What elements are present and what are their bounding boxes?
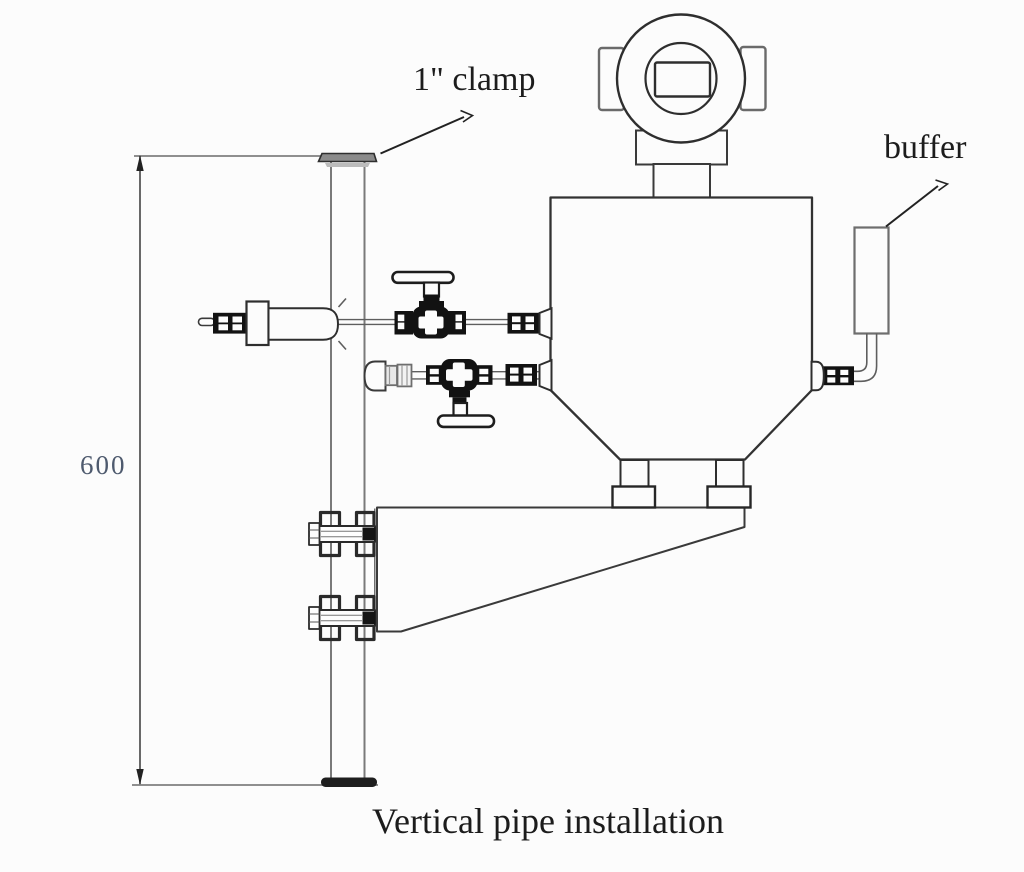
buffer-vessel bbox=[853, 226, 890, 335]
dimension-arrow-bottom bbox=[136, 769, 144, 785]
dimension-label: 600 bbox=[80, 450, 127, 480]
leader-lines bbox=[380, 109, 950, 228]
clamp-leader-line bbox=[380, 116, 465, 155]
probe-tip bbox=[197, 317, 216, 327]
ferrule-shadow bbox=[325, 163, 370, 167]
pipe-bottom-flange bbox=[321, 777, 377, 787]
buffer-assembly bbox=[810, 226, 890, 392]
transmitter-display bbox=[653, 61, 712, 98]
body-port-fitting-lower bbox=[505, 358, 553, 393]
body-boss-right bbox=[810, 360, 825, 392]
foot-right bbox=[706, 485, 752, 509]
dimension-arrow-top bbox=[136, 155, 144, 171]
caption: Vertical pipe installation bbox=[372, 801, 724, 841]
valve-assembly-lower bbox=[363, 358, 553, 429]
vertical-pipe bbox=[317, 152, 378, 787]
valve-lower-handle bbox=[436, 414, 496, 429]
buffer-leader-tick bbox=[935, 179, 950, 192]
pipe-boss bbox=[363, 360, 387, 392]
clamp-nut bbox=[308, 522, 321, 546]
outlet-block-right bbox=[715, 459, 745, 488]
body-port-fitting-upper bbox=[507, 306, 553, 341]
pipe-clamp-lower bbox=[308, 594, 376, 642]
probe-gland bbox=[245, 300, 270, 347]
dimension-line-600 bbox=[132, 155, 378, 786]
valve-upper-handle bbox=[391, 270, 455, 285]
transmitter-neck bbox=[652, 163, 711, 199]
outlet-block-left bbox=[619, 459, 650, 488]
clamp-nut bbox=[308, 606, 321, 630]
mounting-bracket bbox=[374, 506, 746, 633]
buffer-leader-line bbox=[885, 185, 939, 228]
valve-lower bbox=[426, 359, 496, 429]
buffer-fitting bbox=[823, 366, 854, 386]
buffer-label: buffer bbox=[884, 129, 967, 166]
clamp-ferrule bbox=[317, 152, 378, 163]
clamp-leader-tick bbox=[460, 109, 475, 123]
probe-socket bbox=[267, 307, 340, 341]
foot-left bbox=[611, 485, 657, 509]
pipe-clamp-upper bbox=[308, 510, 376, 558]
probe-fitting bbox=[213, 312, 247, 334]
probe-assembly-upper bbox=[197, 270, 553, 351]
valve-upper bbox=[391, 270, 466, 339]
transmitter-head bbox=[597, 13, 767, 199]
clamp-label: 1" clamp bbox=[413, 61, 536, 98]
meter-body bbox=[549, 196, 814, 509]
